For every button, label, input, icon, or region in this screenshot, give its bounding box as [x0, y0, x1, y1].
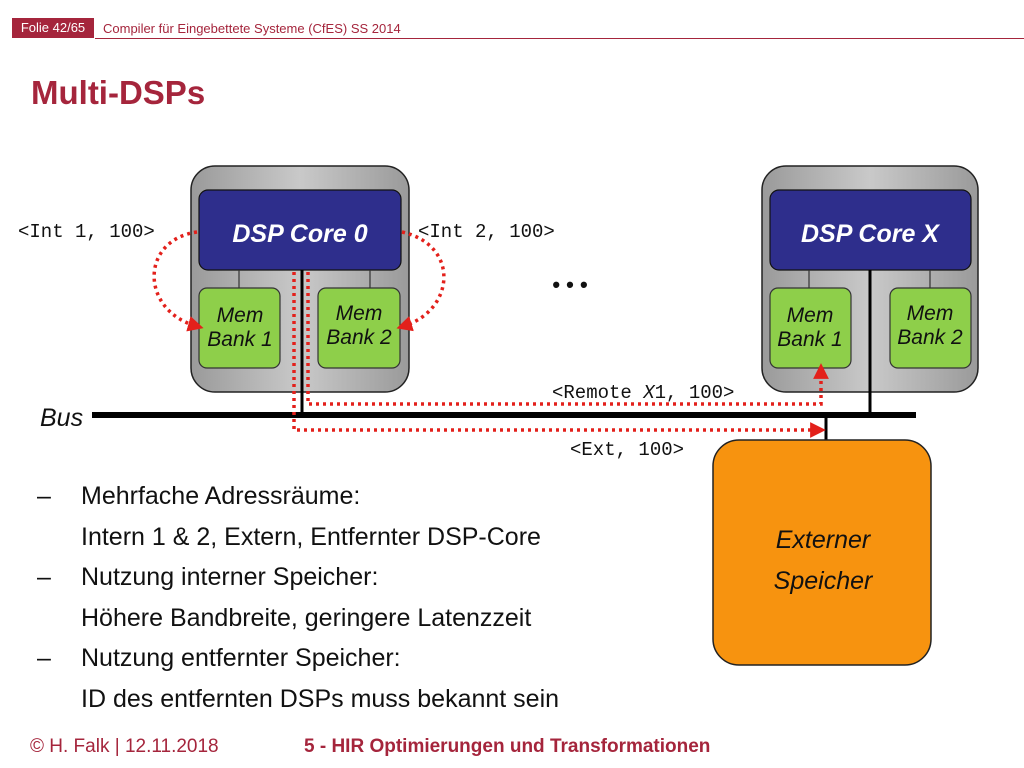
tag-int1: <Int 1, 100> — [18, 221, 155, 243]
core0-bank2-line1: Mem — [336, 302, 383, 325]
tag-remote: <Remote X1, 100> — [552, 382, 734, 404]
core0-box — [198, 189, 402, 271]
coreX-label: DSP Core X — [801, 220, 940, 248]
bullet-text: Höhere Bandbreite, geringere Latenzzeit — [81, 603, 532, 632]
bullet-text: ID des entfernten DSPs muss bekannt sein — [81, 684, 560, 713]
course-title: Compiler für Eingebettete Systeme (CfES)… — [103, 21, 401, 36]
bullet-text: Nutzung entfernter Speicher: — [81, 644, 401, 672]
coreX-bank2-line2: Bank 2 — [897, 326, 963, 349]
bullet-text: Intern 1 & 2, Extern, Entfernter DSP-Cor… — [81, 522, 541, 551]
tag-remote-suffix: 1, 100> — [655, 382, 735, 404]
tag-int2: <Int 2, 100> — [418, 221, 555, 243]
footer-chapter: 5 - HIR Optimierungen und Transformation… — [304, 736, 711, 757]
slide-title: Multi-DSPs — [31, 74, 206, 111]
bullet-item: – Nutzung entfernter Speicher: — [37, 638, 559, 679]
coreX-bank2-line1: Mem — [907, 302, 954, 325]
external-memory-line2: Speicher — [774, 567, 874, 595]
slide-number-badge: Folie 42/65 — [12, 18, 94, 38]
bullet-text: Nutzung interner Speicher: — [81, 563, 379, 591]
bullet-dash: – — [37, 644, 51, 672]
bullet-subline: ID des entfernten DSPs muss bekannt sein — [37, 679, 559, 720]
header-rule — [95, 38, 1024, 39]
coreX-bank1-line2: Bank 1 — [777, 328, 842, 351]
core0-label: DSP Core 0 — [232, 220, 367, 248]
tag-remote-prefix: <Remote — [552, 382, 643, 404]
bullet-text: Mehrfache Adressräume: — [81, 482, 361, 510]
core0-bank2-line2: Bank 2 — [326, 326, 392, 349]
core-ellipsis: • • • — [552, 272, 587, 297]
bullet-item: – Nutzung interner Speicher: — [37, 557, 559, 598]
core0-bank1-line2: Bank 1 — [207, 328, 272, 351]
remote-access-arrow — [306, 272, 829, 406]
external-memory-box — [712, 439, 932, 666]
bullet-dash: – — [37, 482, 51, 510]
bullet-item: – Mehrfache Adressräume: — [37, 476, 559, 517]
bus-label: Bus — [40, 404, 83, 432]
external-memory-line1: Externer — [776, 526, 872, 554]
bullet-subline: Höhere Bandbreite, geringere Latenzzeit — [37, 598, 559, 639]
bullet-list: – Mehrfache Adressräume: Intern 1 & 2, Ex… — [37, 476, 559, 719]
tag-remote-var: X — [642, 382, 656, 404]
tag-ext: <Ext, 100> — [570, 439, 684, 461]
coreX-mem-bank1 — [769, 287, 852, 369]
coreX-bank1-line1: Mem — [787, 304, 834, 327]
footer-author-date: © H. Falk | 12.11.2018 — [30, 736, 219, 757]
core0-bank1-line1: Mem — [217, 304, 264, 327]
bullet-subline: Intern 1 & 2, Extern, Entfernter DSP-Cor… — [37, 517, 559, 558]
coreX-mem-bank2 — [889, 287, 972, 369]
bullet-dash: – — [37, 563, 51, 591]
